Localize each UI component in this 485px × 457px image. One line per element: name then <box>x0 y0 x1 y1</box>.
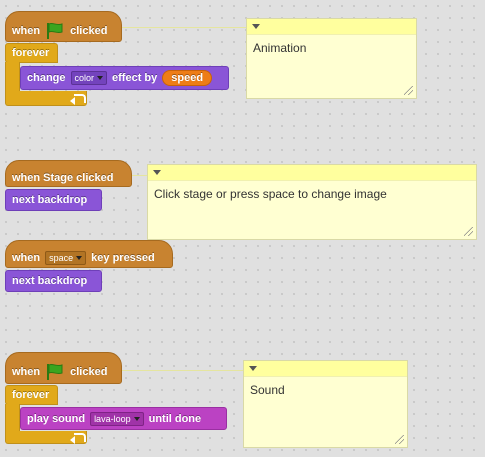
effect-dropdown-value: color <box>74 73 95 83</box>
play-sound-until-done-block[interactable]: play sound lava-loop until done <box>20 407 227 430</box>
comment-text[interactable]: Animation <box>253 41 307 55</box>
when-flag-clicked-hat-block[interactable]: when clicked <box>5 11 122 42</box>
collapse-triangle-icon[interactable] <box>153 170 161 175</box>
hat-when-label: when <box>12 24 41 37</box>
forever-label: forever <box>12 47 50 59</box>
when-key-pressed-hat-block[interactable]: when space key pressed <box>5 240 173 268</box>
collapse-triangle-icon[interactable] <box>252 24 260 29</box>
comment-animation[interactable]: Animation <box>246 18 417 99</box>
until-done-label: until done <box>148 412 202 425</box>
loop-arrow-icon <box>70 94 86 105</box>
loop-arrow-icon <box>70 433 86 444</box>
forever-block-arm <box>5 62 20 92</box>
hat-clicked-label: clicked <box>70 24 108 37</box>
comment-header[interactable] <box>247 19 416 35</box>
dropdown-caret-icon <box>97 76 104 80</box>
sound-dropdown[interactable]: lava-loop <box>90 411 144 426</box>
dropdown-caret-icon <box>76 256 83 260</box>
change-effect-block[interactable]: change color effect by speed <box>20 66 229 90</box>
hat-key-pressed-label: key pressed <box>91 252 155 264</box>
next-backdrop-block[interactable]: next backdrop <box>5 270 102 292</box>
comment-text[interactable]: Sound <box>250 383 285 397</box>
hat-stage-label: when Stage clicked <box>12 171 114 184</box>
when-flag-clicked-hat-block[interactable]: when clicked <box>5 352 122 384</box>
forever-label: forever <box>12 389 50 401</box>
comment-link-line <box>120 370 244 371</box>
key-dropdown[interactable]: space <box>45 251 87 265</box>
next-backdrop-block[interactable]: next backdrop <box>5 189 102 211</box>
next-backdrop-label: next backdrop <box>12 194 88 206</box>
resize-grip-icon[interactable] <box>395 435 404 444</box>
change-label: change <box>27 72 66 84</box>
hat-when-label: when <box>12 252 41 264</box>
sound-dropdown-value: lava-loop <box>94 413 131 424</box>
green-flag-icon <box>47 363 63 380</box>
comment-sound[interactable]: Sound <box>243 360 408 448</box>
forever-block-bottom <box>5 91 87 106</box>
forever-block-bottom <box>5 431 87 444</box>
speed-reporter-label: speed <box>171 72 204 84</box>
forever-block-arm <box>5 404 20 432</box>
comment-header[interactable] <box>244 361 407 377</box>
forever-block[interactable]: forever <box>5 43 58 63</box>
collapse-triangle-icon[interactable] <box>249 366 257 371</box>
effect-by-label: effect by <box>112 72 158 84</box>
effect-dropdown[interactable]: color <box>70 71 108 85</box>
resize-grip-icon[interactable] <box>464 227 473 236</box>
key-dropdown-value: space <box>49 253 74 263</box>
comment-stage[interactable]: Click stage or press space to change ima… <box>147 164 477 240</box>
speed-reporter[interactable]: speed <box>162 70 213 86</box>
green-flag-icon <box>47 22 63 39</box>
resize-grip-icon[interactable] <box>404 86 413 95</box>
play-sound-label: play sound <box>27 412 86 425</box>
dropdown-caret-icon <box>133 416 140 421</box>
comment-link-line <box>120 27 248 28</box>
forever-block[interactable]: forever <box>5 385 58 405</box>
comment-link-line <box>130 175 148 176</box>
next-backdrop-label: next backdrop <box>12 275 88 287</box>
comment-header[interactable] <box>148 165 476 181</box>
comment-text[interactable]: Click stage or press space to change ima… <box>154 187 387 201</box>
when-stage-clicked-hat-block[interactable]: when Stage clicked <box>5 160 132 187</box>
hat-clicked-label: clicked <box>70 366 108 378</box>
hat-when-label: when <box>12 366 41 378</box>
